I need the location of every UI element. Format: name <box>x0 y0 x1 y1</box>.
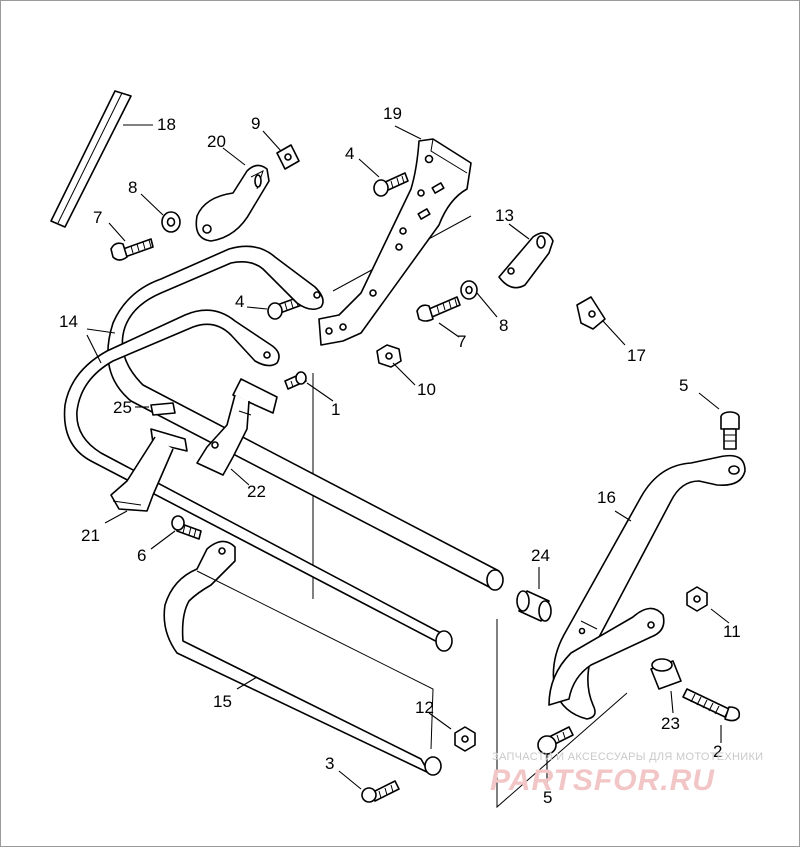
clamp-22 <box>196 378 278 476</box>
callout-18: 18 <box>157 115 176 134</box>
callout-11: 11 <box>723 622 741 641</box>
callout-19: 19 <box>383 104 402 123</box>
clip-nut-9 <box>276 144 300 170</box>
callout-5-upper: 5 <box>679 376 688 395</box>
callout-16: 16 <box>597 488 616 507</box>
callout-23: 23 <box>661 714 680 733</box>
leader-lines <box>86 124 730 790</box>
callout-13: 13 <box>495 206 514 225</box>
pad-25 <box>150 402 176 416</box>
callout-3: 3 <box>325 754 334 773</box>
callout-20: 20 <box>207 132 226 151</box>
callout-1: 1 <box>331 400 340 419</box>
bolt-7-left <box>110 238 154 261</box>
nut-12 <box>454 726 476 752</box>
nut-11 <box>686 586 708 612</box>
bolt-2 <box>682 688 741 722</box>
callout-7-left: 7 <box>93 208 102 227</box>
callout-4-upper: 4 <box>345 144 354 163</box>
callout-8-right: 8 <box>499 316 508 335</box>
side-bracket-21 <box>110 428 188 512</box>
watermark-logo: PARTSFOR.RU <box>490 764 715 797</box>
support-plate-19 <box>318 138 472 346</box>
callout-7-right: 7 <box>457 332 466 351</box>
mount-bracket-13 <box>498 232 554 289</box>
bolt-7-right <box>416 296 461 322</box>
callout-21: 21 <box>81 526 100 545</box>
screw-1 <box>284 371 307 390</box>
washer-8-left <box>161 211 181 233</box>
screw-6 <box>171 515 202 540</box>
watermark-caption: ЗАПЧАСТИ И АКСЕССУАРЫ ДЛЯ МОТОТЕХНИКИ <box>492 751 764 763</box>
washer-8-right <box>460 280 478 300</box>
bolt-4-upper <box>373 172 409 197</box>
callout-15: 15 <box>213 692 232 711</box>
callout-4-lower: 4 <box>235 292 244 311</box>
guard-rail-16 <box>548 454 746 720</box>
guard-rail-15 <box>163 540 442 776</box>
screw-5-lower <box>537 726 574 755</box>
clip-nut-17 <box>576 296 606 330</box>
callout-24: 24 <box>531 546 550 565</box>
spacer-23 <box>650 658 682 690</box>
callout-17: 17 <box>627 346 646 365</box>
callout-8-left: 8 <box>128 178 137 197</box>
callout-2: 2 <box>713 742 722 761</box>
screw-3 <box>361 780 400 803</box>
callout-6: 6 <box>137 546 146 565</box>
screw-5-upper <box>720 411 740 450</box>
callout-25: 25 <box>113 398 132 417</box>
callout-22: 22 <box>247 482 266 501</box>
callout-5-lower: 5 <box>543 788 552 807</box>
mount-bracket-20 <box>195 164 270 242</box>
nut-10 <box>376 344 402 368</box>
callout-12: 12 <box>415 698 434 717</box>
sleeve-24 <box>516 590 552 622</box>
callout-10: 10 <box>417 380 436 399</box>
callout-14: 14 <box>59 312 78 331</box>
trim-strip-18 <box>50 90 132 228</box>
callout-labels: 18 20 9 8 7 19 4 4 13 8 7 10 17 14 1 25 … <box>59 104 741 807</box>
callout-9: 9 <box>251 114 260 133</box>
